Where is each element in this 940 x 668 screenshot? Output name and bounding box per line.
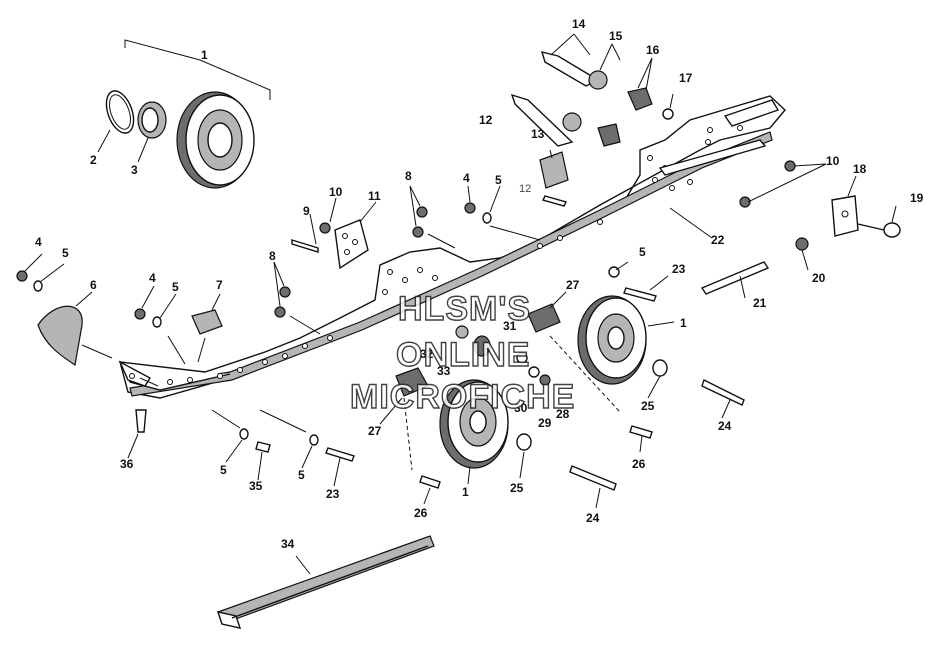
- callout-5-top: 5: [495, 173, 502, 187]
- watermark-line-1: HLSM'S: [398, 290, 531, 328]
- callout-26-bottom: 26: [414, 506, 428, 520]
- watermark-line-3: MICROFICHE: [350, 378, 575, 416]
- callout-27-bottom: 27: [368, 424, 382, 438]
- callout-1-right: 1: [680, 316, 687, 330]
- callout-33: 33: [437, 364, 451, 378]
- callout-18: 18: [853, 162, 867, 176]
- callout-25-right: 25: [641, 399, 655, 413]
- callout-5-bottom-left: 5: [220, 463, 227, 477]
- wheel-assembly-top: [105, 39, 271, 189]
- callout-25-bottom: 25: [510, 481, 524, 495]
- callout-27-top: 27: [566, 278, 580, 292]
- callout-6: 6: [90, 278, 97, 292]
- callout-21: 21: [753, 296, 767, 310]
- callout-5-bottom: 5: [298, 468, 305, 482]
- leader-lines: [23, 33, 897, 575]
- callout-28: 28: [556, 407, 570, 421]
- callout-11: 11: [368, 189, 381, 203]
- callout-26-right: 26: [632, 457, 646, 471]
- callout-16: 16: [646, 43, 660, 57]
- rail-end-cap: [16, 270, 113, 367]
- callout-1-bottom: 1: [462, 485, 469, 499]
- callout-5-mid: 5: [172, 280, 179, 294]
- rear-hardware: [658, 139, 901, 295]
- top-hardware: [510, 51, 674, 207]
- callout-31: 31: [503, 319, 517, 333]
- bottom-left-hardware: [135, 377, 355, 462]
- callout-19: 19: [910, 191, 924, 205]
- callout-32: 32: [420, 347, 434, 361]
- callout-labels: 1 2 3 4 5 6 4 5 7 8 9 10 11 8 4 5 12 12 …: [35, 17, 924, 551]
- callout-13: 13: [531, 127, 545, 141]
- callout-23-right: 23: [672, 262, 686, 276]
- callout-5-right: 5: [639, 245, 646, 259]
- callout-34: 34: [281, 537, 295, 551]
- callout-7: 7: [216, 278, 223, 292]
- callout-1-top: 1: [201, 48, 208, 62]
- callout-22: 22: [711, 233, 725, 247]
- callout-8-top: 8: [405, 169, 412, 183]
- callout-14: 14: [572, 17, 586, 31]
- callout-5-left: 5: [62, 246, 69, 260]
- callout-24-bottom: 24: [586, 511, 600, 525]
- bracket-plate: [291, 219, 369, 270]
- callout-30: 30: [514, 401, 528, 415]
- callout-4-left: 4: [35, 235, 42, 249]
- watermark-line-2: ONLINE: [396, 336, 530, 374]
- nuts-group: [274, 202, 541, 335]
- rail-hardware-mid: [134, 308, 223, 365]
- callout-20: 20: [812, 271, 826, 285]
- callout-10-right: 10: [826, 154, 840, 168]
- callout-24-right: 24: [718, 419, 732, 433]
- callout-9: 9: [303, 204, 310, 218]
- callout-2: 2: [90, 153, 97, 167]
- callout-12-light: 12: [519, 183, 531, 195]
- callout-4-top: 4: [463, 171, 470, 185]
- callout-36: 36: [120, 457, 134, 471]
- callout-10-left: 10: [329, 185, 343, 199]
- callout-12-bold: 12: [479, 113, 493, 127]
- watermark: HLSM'S ONLINE MICROFICHE: [349, 289, 575, 416]
- callout-29: 29: [538, 416, 552, 430]
- center-wheel-cluster: [395, 266, 745, 491]
- callout-35: 35: [249, 479, 263, 493]
- callout-4-mid: 4: [149, 271, 156, 285]
- callout-17: 17: [679, 71, 693, 85]
- callout-23-bottom: 23: [326, 487, 340, 501]
- callout-8-left: 8: [269, 249, 276, 263]
- callout-15: 15: [609, 29, 623, 43]
- callout-3: 3: [131, 163, 138, 177]
- hyfax-slide: [216, 535, 435, 629]
